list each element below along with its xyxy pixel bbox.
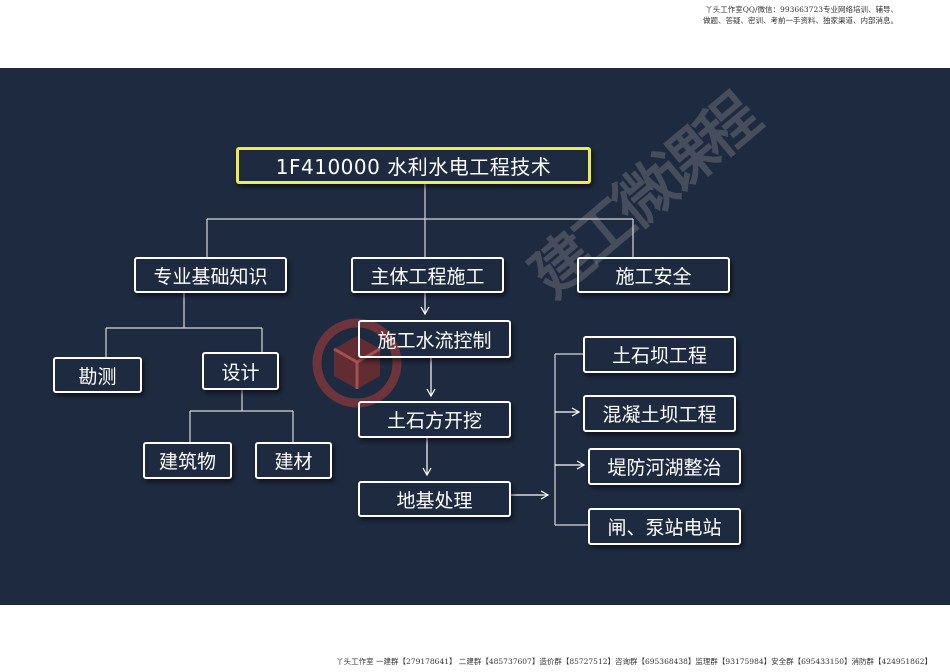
node-material: 建材	[255, 442, 332, 479]
header-note-line-1: 丫头工作室QQ/微信：993663723专业网络培训、辅导、	[705, 5, 898, 14]
node-main-construction: 主体工程施工	[351, 257, 504, 293]
node-survey: 勘测	[53, 357, 142, 393]
node-flow-control: 施工水流控制	[358, 320, 511, 358]
node-sluice-pump-station: 闸、泵站电站	[588, 508, 741, 545]
watermark-logo-icon	[312, 318, 402, 408]
node-building: 建筑物	[143, 442, 232, 479]
node-construction-safety: 施工安全	[577, 257, 730, 293]
node-earth-rock-dam: 土石坝工程	[583, 336, 736, 373]
node-foundation-treatment: 地基处理	[358, 481, 511, 517]
root-node: 1F410000 水利水电工程技术	[236, 147, 591, 184]
header-note-line-2: 做题、答疑、密训、考前一手资料、独家渠道、内部消息。	[703, 16, 898, 25]
footer-note: 丫头工作室 一建群【279178641】 二建群【485737607】造价群【8…	[336, 657, 932, 666]
node-concrete-dam: 混凝土坝工程	[583, 395, 736, 432]
node-levee-river-lake: 堤防河湖整治	[588, 448, 741, 485]
node-design: 设计	[202, 352, 279, 390]
header-note: 丫头工作室QQ/微信：993663723专业网络培训、辅导、 做题、答疑、密训、…	[598, 4, 898, 26]
node-earthwork-excavation: 土石方开挖	[358, 401, 511, 438]
node-foundation-knowledge: 专业基础知识	[134, 257, 287, 293]
